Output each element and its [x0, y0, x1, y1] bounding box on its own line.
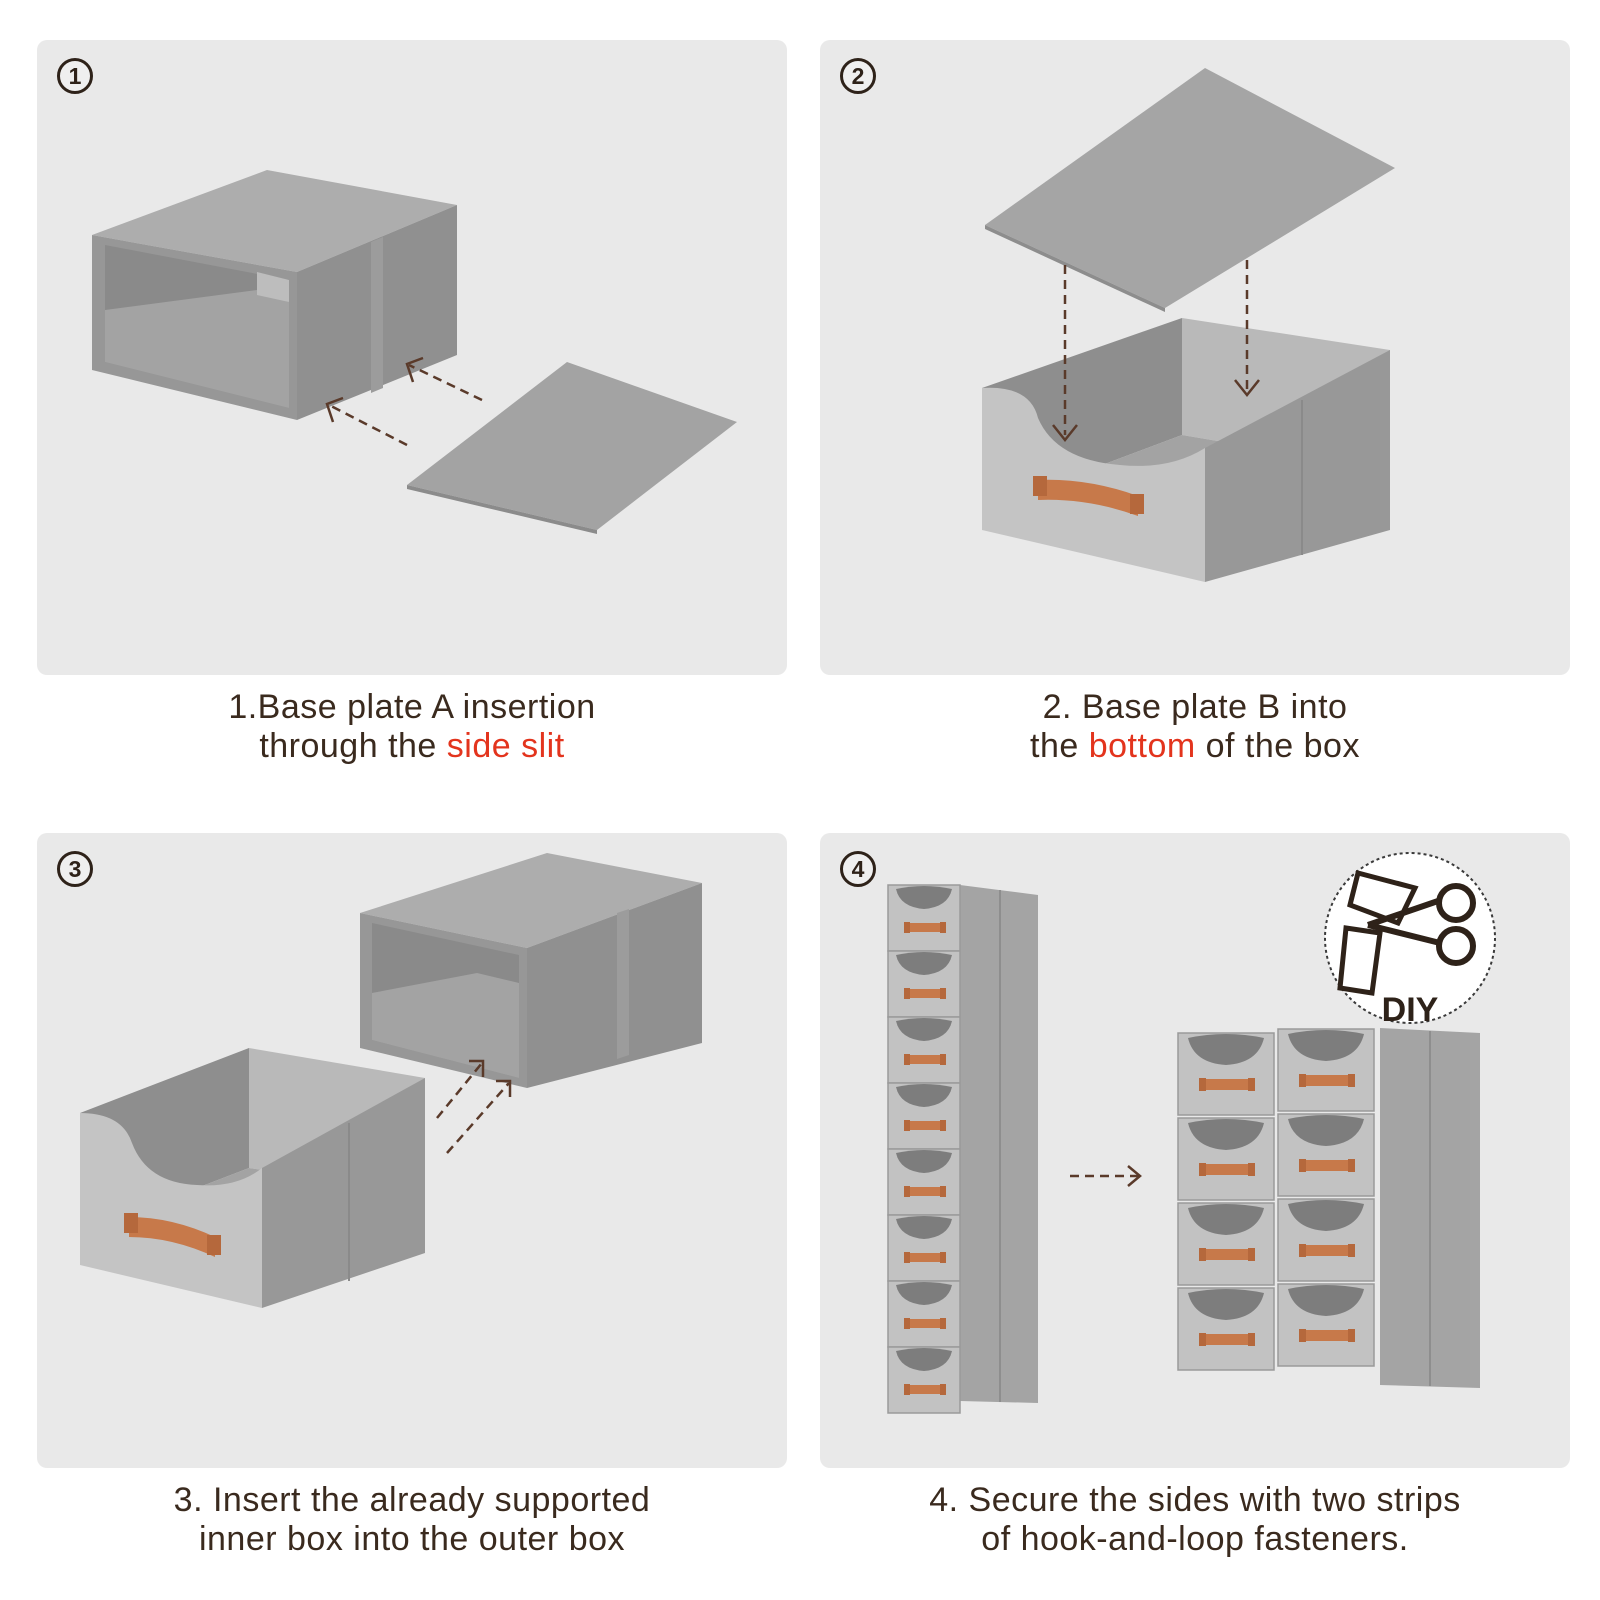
caption-highlight: bottom: [1089, 727, 1196, 765]
step-1-illustration: [37, 40, 787, 675]
caption-highlight: side slit: [447, 727, 565, 765]
step-4-caption-line1: 4. Secure the sides with two strips: [820, 1481, 1570, 1520]
dashed-arrow-icon: [1070, 1166, 1140, 1186]
step-3-illustration: [37, 833, 787, 1468]
step-3-caption: 3. Insert the already supported inner bo…: [37, 1481, 787, 1559]
step-2-caption: 2. Base plate B into the bottom of the b…: [820, 688, 1570, 766]
step-1-caption-line2: through the side slit: [37, 727, 787, 766]
caption-text: through the: [259, 727, 446, 765]
step-1-caption: 1.Base plate A insertion through the sid…: [37, 688, 787, 766]
step-4-caption: 4. Secure the sides with two strips of h…: [820, 1481, 1570, 1559]
diy-badge: DIY: [1325, 853, 1495, 1029]
step-2-illustration: [820, 40, 1570, 675]
base-plate-a-icon: [407, 362, 737, 534]
outer-box-icon: [360, 853, 702, 1088]
step-4-panel: 4: [820, 833, 1570, 1468]
caption-text: the: [1030, 727, 1089, 765]
step-3-caption-line1: 3. Insert the already supported: [37, 1481, 787, 1520]
step-4-caption-line2: of hook-and-loop fasteners.: [820, 1520, 1570, 1559]
step-2-caption-line2: the bottom of the box: [820, 727, 1570, 766]
step-3-panel: 3: [37, 833, 787, 1468]
outer-box-icon: [92, 170, 457, 420]
step-2-caption-line1: 2. Base plate B into: [820, 688, 1570, 727]
step-1-panel: 1: [37, 40, 787, 675]
drawer-grid-icon: [1178, 1028, 1480, 1388]
tall-tower-icon: [888, 885, 1038, 1413]
step-2-panel: 2: [820, 40, 1570, 675]
step-4-illustration: DIY: [820, 833, 1570, 1468]
base-plate-b-icon: [985, 68, 1395, 312]
caption-text: of the box: [1196, 727, 1360, 765]
storage-box-icon: [982, 318, 1390, 582]
step-3-caption-line2: inner box into the outer box: [37, 1520, 787, 1559]
step-1-caption-line1: 1.Base plate A insertion: [37, 688, 787, 727]
diy-label: DIY: [1382, 991, 1439, 1029]
inner-box-icon: [80, 1048, 425, 1308]
